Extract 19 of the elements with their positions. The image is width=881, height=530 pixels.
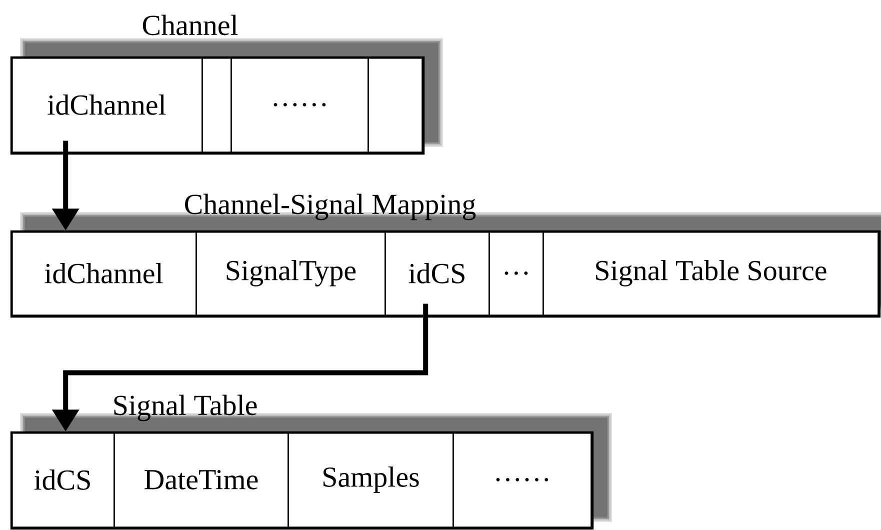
table-box bbox=[11, 432, 593, 529]
table-cell: SignalType bbox=[196, 230, 386, 316]
table-cell: …… bbox=[230, 56, 369, 153]
table-cell: idChannel bbox=[10, 56, 203, 153]
table-box bbox=[11, 231, 880, 317]
table-cell: Signal Table Source bbox=[542, 230, 879, 316]
table-cell: DateTime bbox=[114, 432, 289, 528]
empty-cell bbox=[202, 56, 232, 153]
table-title: Signal Table bbox=[114, 394, 257, 422]
table-cell: idCS bbox=[384, 230, 490, 316]
empty-cell bbox=[368, 56, 423, 153]
table-cell: idChannel bbox=[10, 230, 197, 316]
table-cell: idCS bbox=[10, 432, 115, 528]
table-title: Channel-Signal Mapping bbox=[185, 194, 476, 220]
table-cell: Samples bbox=[288, 432, 454, 528]
table-cell: … bbox=[488, 230, 544, 316]
table-title: Channel bbox=[142, 14, 238, 36]
table-box bbox=[11, 57, 424, 154]
table-cell: …… bbox=[452, 432, 592, 528]
